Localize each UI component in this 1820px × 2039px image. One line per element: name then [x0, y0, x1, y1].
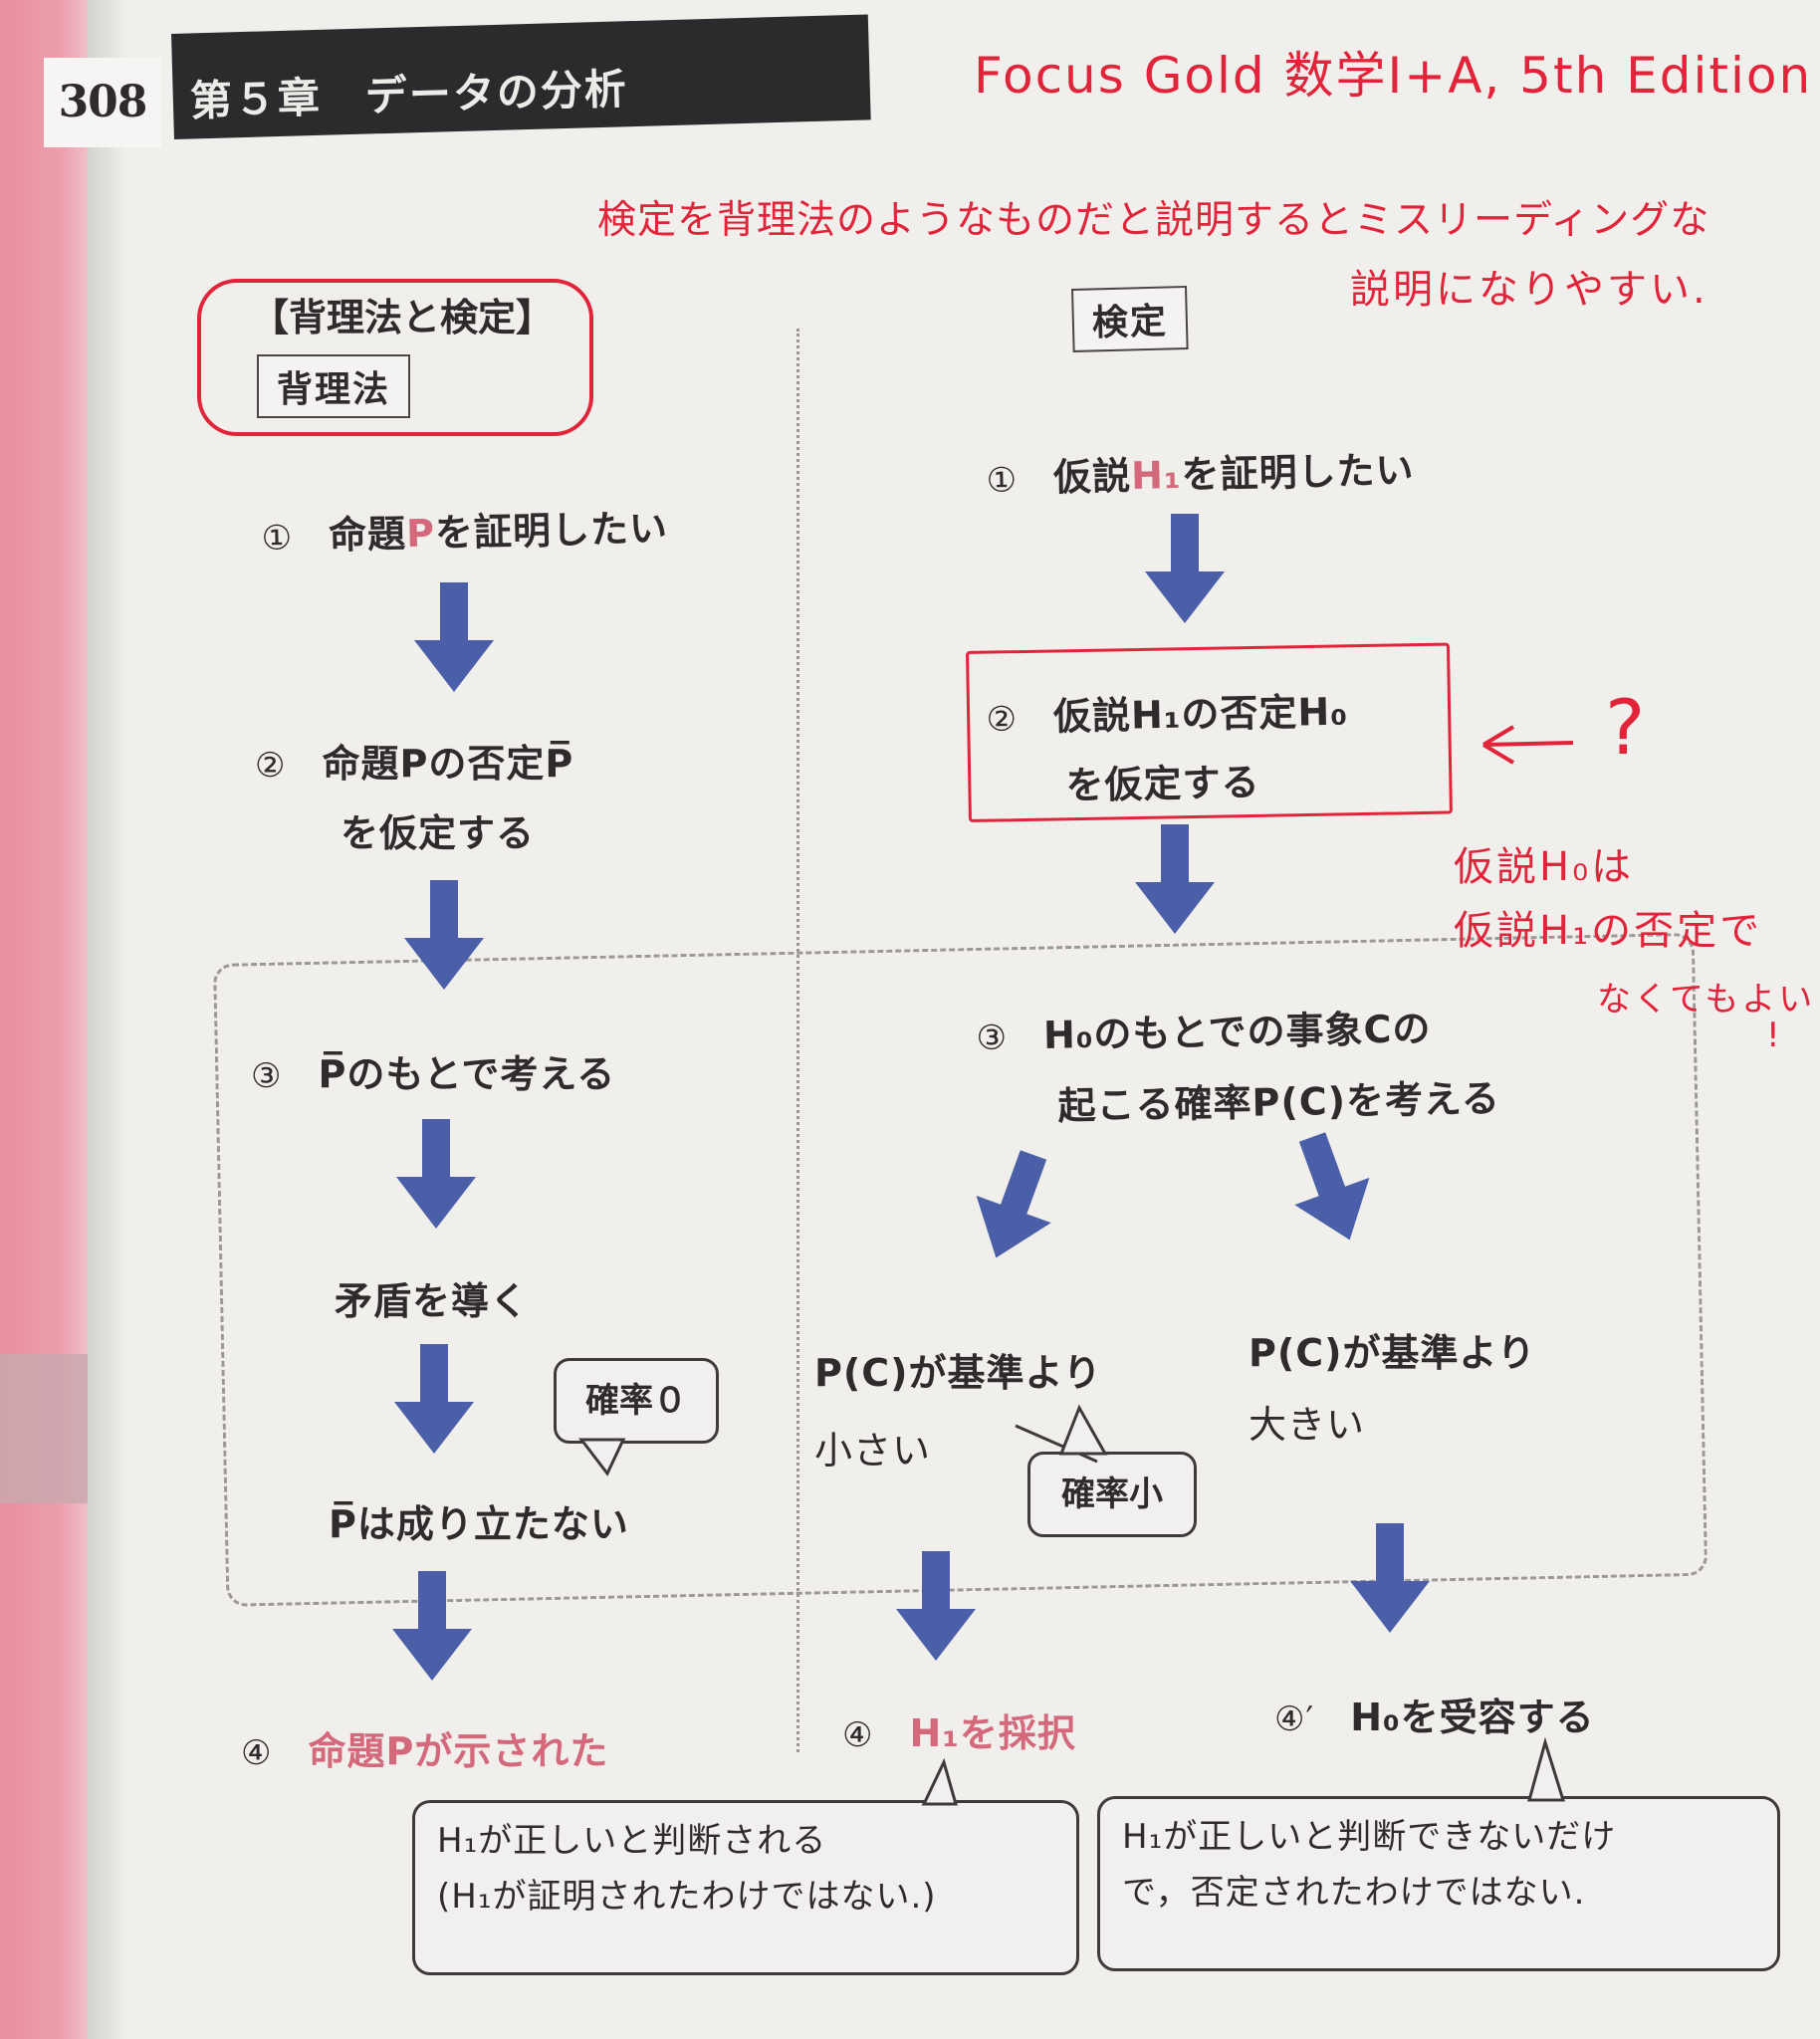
left-step3-number: ③ [251, 1056, 283, 1096]
handwritten-book-title: Focus Gold 数学Ⅰ+A, 5th Edition [974, 47, 1813, 105]
result-accept-text: H₀を受容する [1350, 1696, 1595, 1739]
page-gutter-shadow [88, 0, 127, 2039]
left-step2-line1: 命題Pの否定P̅ [322, 742, 574, 786]
arrow-left-3-contradiction [396, 1119, 476, 1229]
left-step4: ④ 命題Pが示された [241, 1720, 608, 1775]
result-adopt-text: H₁を採択 [909, 1711, 1076, 1755]
left-step3: ③ P̅のもとで考える [251, 1043, 615, 1098]
left-step2: ② 命題Pの否定P̅ [255, 733, 573, 788]
left-step2-number: ② [255, 746, 287, 786]
result-accept-number: ④′ [1274, 1699, 1315, 1739]
result-accept: ④′ H₀を受容する [1274, 1687, 1595, 1741]
branch-small-line2: 小さい [814, 1429, 932, 1473]
left-step2-line2: を仮定する [341, 811, 536, 855]
result-adopt-number: ④ [842, 1715, 874, 1755]
adopt-note-line1: H₁が正しいと判断される [437, 1821, 827, 1861]
accept-note-line2: で，否定されたわけではない. [1122, 1873, 1586, 1914]
arrow-left-to-result [392, 1571, 472, 1681]
arrow-right-2-3 [1135, 824, 1215, 934]
handwritten-side-note-line1: 仮説H₀は [1454, 844, 1635, 890]
arrow-left-contradiction-not-hold [394, 1344, 474, 1454]
edge-band [0, 1354, 88, 1503]
left-step4-number: ④ [241, 1733, 273, 1773]
arrow-branch-large [1274, 1123, 1388, 1254]
branch-small-line1: P(C)が基準より [814, 1351, 1102, 1395]
arrow-left-1-2 [414, 582, 494, 692]
probability-small-bubble: 確率小 [1027, 1452, 1197, 1537]
branch-large-line2: 大きい [1249, 1403, 1366, 1447]
arrow-right-1-2 [1145, 514, 1225, 623]
handwritten-side-note-bang: ! [1766, 1016, 1780, 1055]
section-title-highlight [197, 279, 593, 436]
left-step-not-hold: P̅は成り立たない [329, 1502, 629, 1546]
arrow-to-adopt [896, 1551, 976, 1661]
left-column-title: 背理法 [257, 354, 411, 418]
left-step4-text: 命題Pが示された [308, 1729, 609, 1773]
accept-note-bubble: H₁が正しいと判断できないだけ で，否定されたわけではない. [1097, 1796, 1780, 1971]
page-number: 308 [44, 58, 161, 147]
handwritten-note-line2: 説明になりやすい. [1350, 267, 1708, 313]
section-title: 【背理法と検定】 [251, 296, 555, 340]
handwritten-side-note-line3: なくてもよい [1597, 980, 1816, 1020]
probability-small-text: 確率小 [1061, 1474, 1163, 1514]
left-step3-text: P̅のもとで考える [318, 1052, 616, 1096]
page-edge [0, 0, 88, 2039]
zero-bubble-pointer [577, 1438, 626, 1476]
probability-zero-bubble: 確率０ [554, 1358, 719, 1444]
handwritten-question-mark: ? [1605, 683, 1646, 772]
column-divider [796, 329, 799, 1752]
accept-bubble-pointer [1527, 1736, 1566, 1802]
adopt-bubble-pointer [921, 1757, 958, 1806]
small-bubble-pointer [1058, 1404, 1108, 1456]
handwritten-side-note-line2: 仮説H₁の否定で [1454, 908, 1763, 954]
arrow-left-2-3 [404, 880, 484, 990]
handwritten-note-line1: 検定を背理法のようなものだと説明するとミスリーディングな [597, 198, 1710, 243]
branch-large-line1: P(C)が基準より [1249, 1331, 1536, 1375]
adopt-note-line2: (H₁が証明されたわけではない.) [437, 1877, 937, 1918]
result-adopt: ④ H₁を採択 [842, 1702, 1076, 1757]
probability-zero-text: 確率０ [585, 1381, 687, 1421]
arrow-branch-small [958, 1141, 1071, 1272]
accept-note-line1: H₁が正しいと判断できないだけ [1122, 1817, 1617, 1857]
left-step-contradiction: 矛盾を導く [335, 1279, 530, 1323]
arrow-to-accept [1350, 1523, 1430, 1633]
handwritten-arrow [1481, 725, 1574, 765]
adopt-note-bubble: H₁が正しいと判断される (H₁が証明されたわけではない.) [412, 1800, 1079, 1975]
